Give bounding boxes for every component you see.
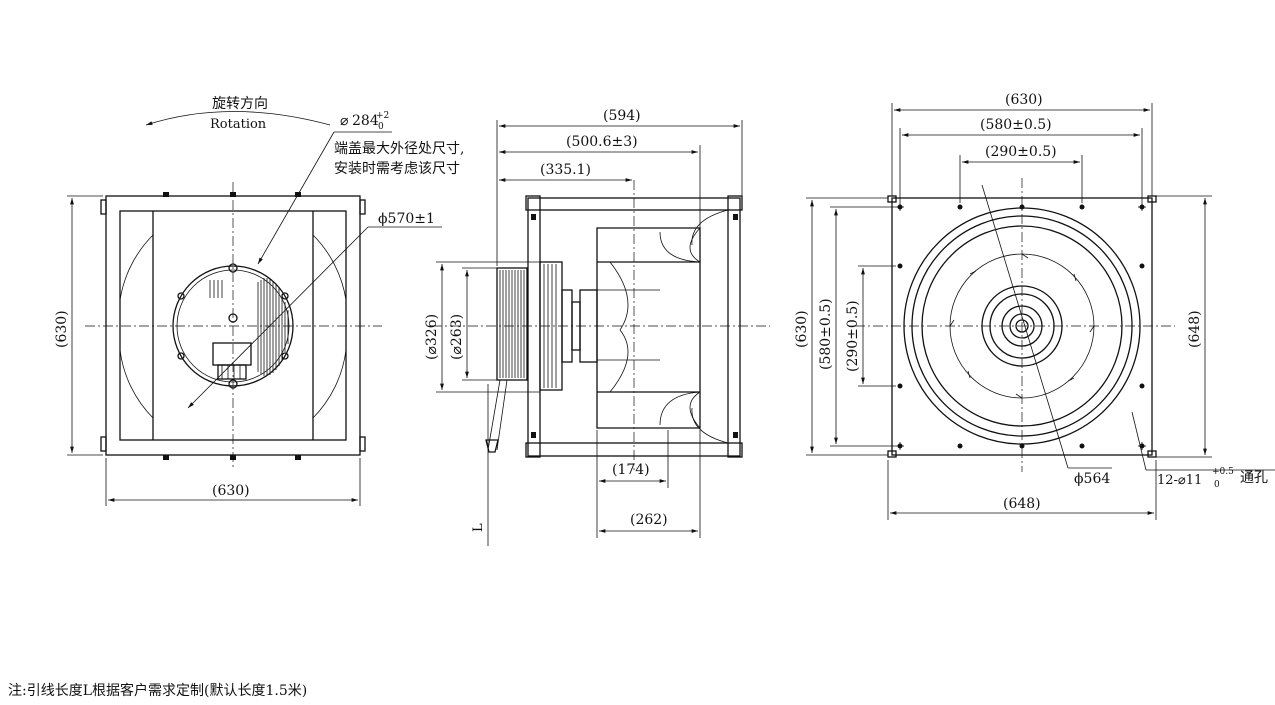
- impeller-diameter-label: ϕ570±1: [378, 211, 435, 227]
- endcap-diameter-prefix: ⌀: [340, 113, 348, 129]
- endcap-note-line1: 端盖最大外径处尺寸,: [334, 141, 464, 157]
- side-dim-262: (262): [630, 512, 668, 528]
- side-dim-174: (174): [612, 462, 650, 478]
- side-length-500: (500.6±3): [566, 134, 638, 150]
- rear-top-290: (290±0.5): [985, 144, 1057, 160]
- front-width-dim: (630): [212, 483, 250, 499]
- holes-tol-lower: 0: [1214, 480, 1220, 490]
- endcap-tol-lower: 0: [378, 122, 384, 132]
- lead-length-label: L: [471, 523, 486, 532]
- rotation-arrow-icon: [145, 111, 331, 126]
- rear-top-630: (630): [1005, 92, 1043, 108]
- rear-left-630: (630): [794, 310, 810, 348]
- side-length-594: (594): [603, 108, 641, 124]
- holes-prefix: 12-⌀11: [1157, 473, 1202, 488]
- rear-left-580: (580±0.5): [818, 298, 834, 370]
- rear-right-648: (648): [1187, 310, 1203, 348]
- front-view: 旋转方向 Rotation ⌀ 284 +2 0 端盖最大外径处尺寸, 安装时需…: [54, 96, 464, 506]
- rear-top-580: (580±0.5): [980, 117, 1052, 133]
- rear-left-290: (290±0.5): [845, 300, 861, 372]
- rotation-cn-label: 旋转方向: [212, 96, 268, 112]
- front-height-dim: (630): [54, 310, 70, 348]
- holes-suffix: 通孔: [1240, 470, 1268, 486]
- endcap-diameter-value: 284: [352, 113, 379, 129]
- side-view: (594) (500.6±3) (335.1) (⌀326) (⌀263) (1…: [424, 108, 770, 546]
- footnote: 注:引线长度L根据客户需求定制(默认长度1.5米): [8, 683, 308, 699]
- side-dia-263: (⌀263): [449, 314, 465, 360]
- holes-tol-upper: +0.5: [1212, 467, 1234, 477]
- mount-holes: [897, 204, 1145, 449]
- rear-bottom-648: (648): [1003, 496, 1041, 512]
- side-length-335: (335.1): [540, 162, 591, 178]
- rear-view: (630) (580±0.5) (290±0.5) (630) (580±0.5…: [794, 92, 1275, 520]
- side-dia-326: (⌀326): [424, 314, 440, 360]
- endcap-tol-upper: +2: [376, 111, 389, 121]
- rear-dia-564: ϕ564: [1074, 471, 1110, 487]
- endcap-note-line2: 安装时需考虑该尺寸: [334, 161, 460, 177]
- rotation-en-label: Rotation: [210, 117, 267, 132]
